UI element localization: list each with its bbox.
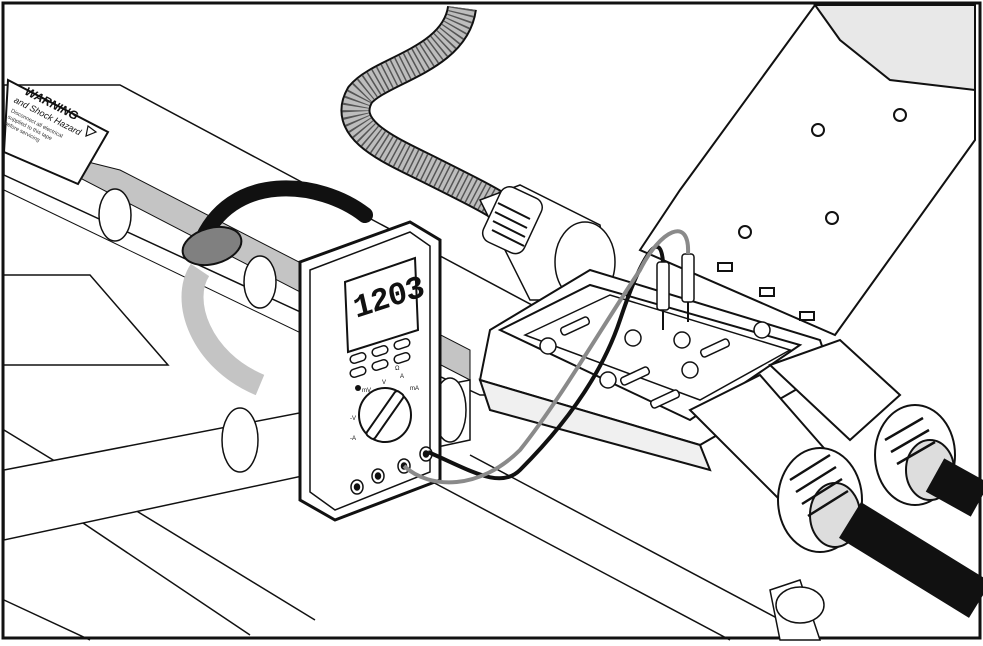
gray-probe <box>681 253 695 303</box>
power-cables <box>838 458 983 618</box>
multimeter: 1203 mV V A mA Ω -V -A <box>298 220 442 522</box>
terminal-block <box>523 294 792 409</box>
multimeter-button <box>349 366 367 378</box>
dial-label-ohm: Ω <box>395 366 400 372</box>
dial-label-ma: mA <box>410 386 419 392</box>
junction-box-lid <box>638 4 976 337</box>
terminal-slots <box>559 316 731 409</box>
lid-latches <box>717 262 815 321</box>
terminal-screws <box>539 321 771 389</box>
flexible-conduit <box>340 4 514 223</box>
multimeter-button <box>393 352 411 364</box>
bottom-fitting <box>769 579 825 641</box>
warning-triangle-icon <box>85 124 98 137</box>
multimeter-buttons <box>349 338 411 378</box>
gray-test-lead <box>402 229 691 485</box>
side-label-v: -V <box>350 416 356 422</box>
multimeter-button <box>393 338 411 350</box>
current-clamp <box>181 180 373 267</box>
multimeter-button <box>349 352 367 364</box>
multimeter-display <box>343 256 420 354</box>
test-probes <box>656 253 695 330</box>
multimeter-button <box>371 345 389 357</box>
dial-label-a: A <box>400 374 404 380</box>
multimeter-button <box>371 359 389 371</box>
black-probe <box>656 261 670 311</box>
dial-label-mv: mV <box>362 388 371 394</box>
side-label-a: -A <box>350 436 356 442</box>
test-leads <box>402 229 691 485</box>
rotary-selector-dial <box>358 387 412 443</box>
dial-label-v: V <box>382 380 386 386</box>
